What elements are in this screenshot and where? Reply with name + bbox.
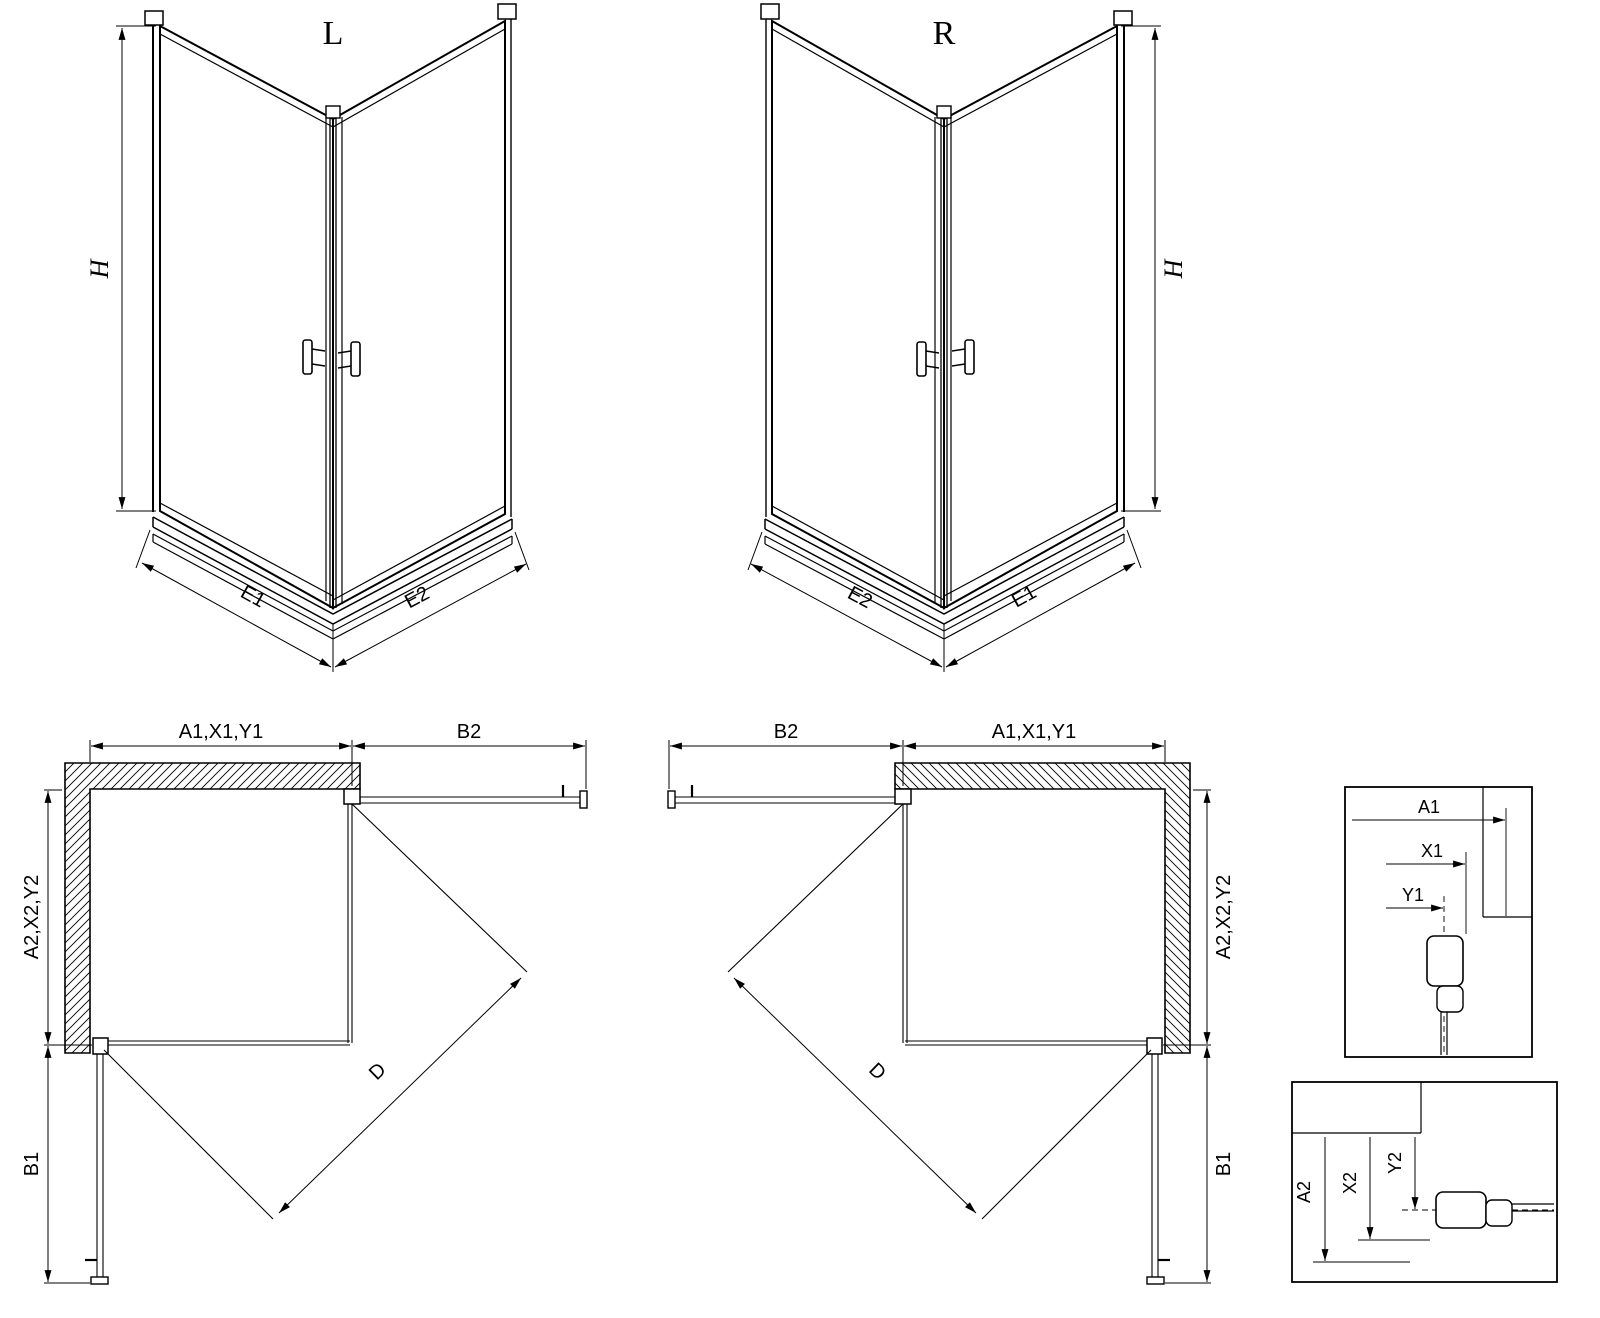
left-unit-e2-label: E2 xyxy=(401,582,433,613)
left-unit-3d-view xyxy=(116,4,529,672)
right-unit-label: R xyxy=(933,15,956,52)
right-unit-3d-view xyxy=(748,4,1161,672)
left-unit-e1-label: E1 xyxy=(237,581,269,612)
left-plan-side-dim-label: A2,X2,Y2 xyxy=(21,875,43,960)
detail-bottom-y2-label: Y2 xyxy=(1385,1152,1405,1174)
left-plan-diagonal-label: D xyxy=(365,1059,391,1085)
detail-bottom-profile-box xyxy=(1291,1081,1558,1283)
wall-profile-section xyxy=(1426,935,1464,1055)
right-plan-side-dim-label: A2,X2,Y2 xyxy=(1213,875,1235,960)
left-unit-label: L xyxy=(323,15,344,52)
detail-bottom-x2-label: X2 xyxy=(1340,1172,1360,1194)
left-plan-b1-label: B1 xyxy=(21,1152,43,1176)
left-unit-plan-view xyxy=(44,740,587,1284)
left-plan-b2-label: B2 xyxy=(457,721,481,743)
right-unit-plan-view xyxy=(668,740,1211,1284)
right-plan-top-dim-label: A1,X1,Y1 xyxy=(992,721,1077,743)
detail-bottom-a2-label: A2 xyxy=(1294,1181,1314,1203)
left-plan-top-dim-label: A1,X1,Y1 xyxy=(179,721,264,743)
right-unit-e1-label: E1 xyxy=(1008,581,1040,612)
detail-top-y1-label: Y1 xyxy=(1402,885,1424,905)
right-unit-e2-label: E2 xyxy=(844,582,876,613)
floor-profile-section xyxy=(1435,1191,1554,1229)
right-unit-height-label: H xyxy=(1159,258,1188,279)
right-plan-diagonal-label: D xyxy=(864,1059,890,1085)
detail-top-a1-label: A1 xyxy=(1418,797,1440,817)
right-plan-b2-label: B2 xyxy=(774,721,798,743)
detail-top-profile-box xyxy=(1344,786,1533,1058)
right-plan-b1-label: B1 xyxy=(1213,1152,1235,1176)
left-unit-height-label: H xyxy=(85,258,114,279)
detail-top-x1-label: X1 xyxy=(1421,841,1443,861)
